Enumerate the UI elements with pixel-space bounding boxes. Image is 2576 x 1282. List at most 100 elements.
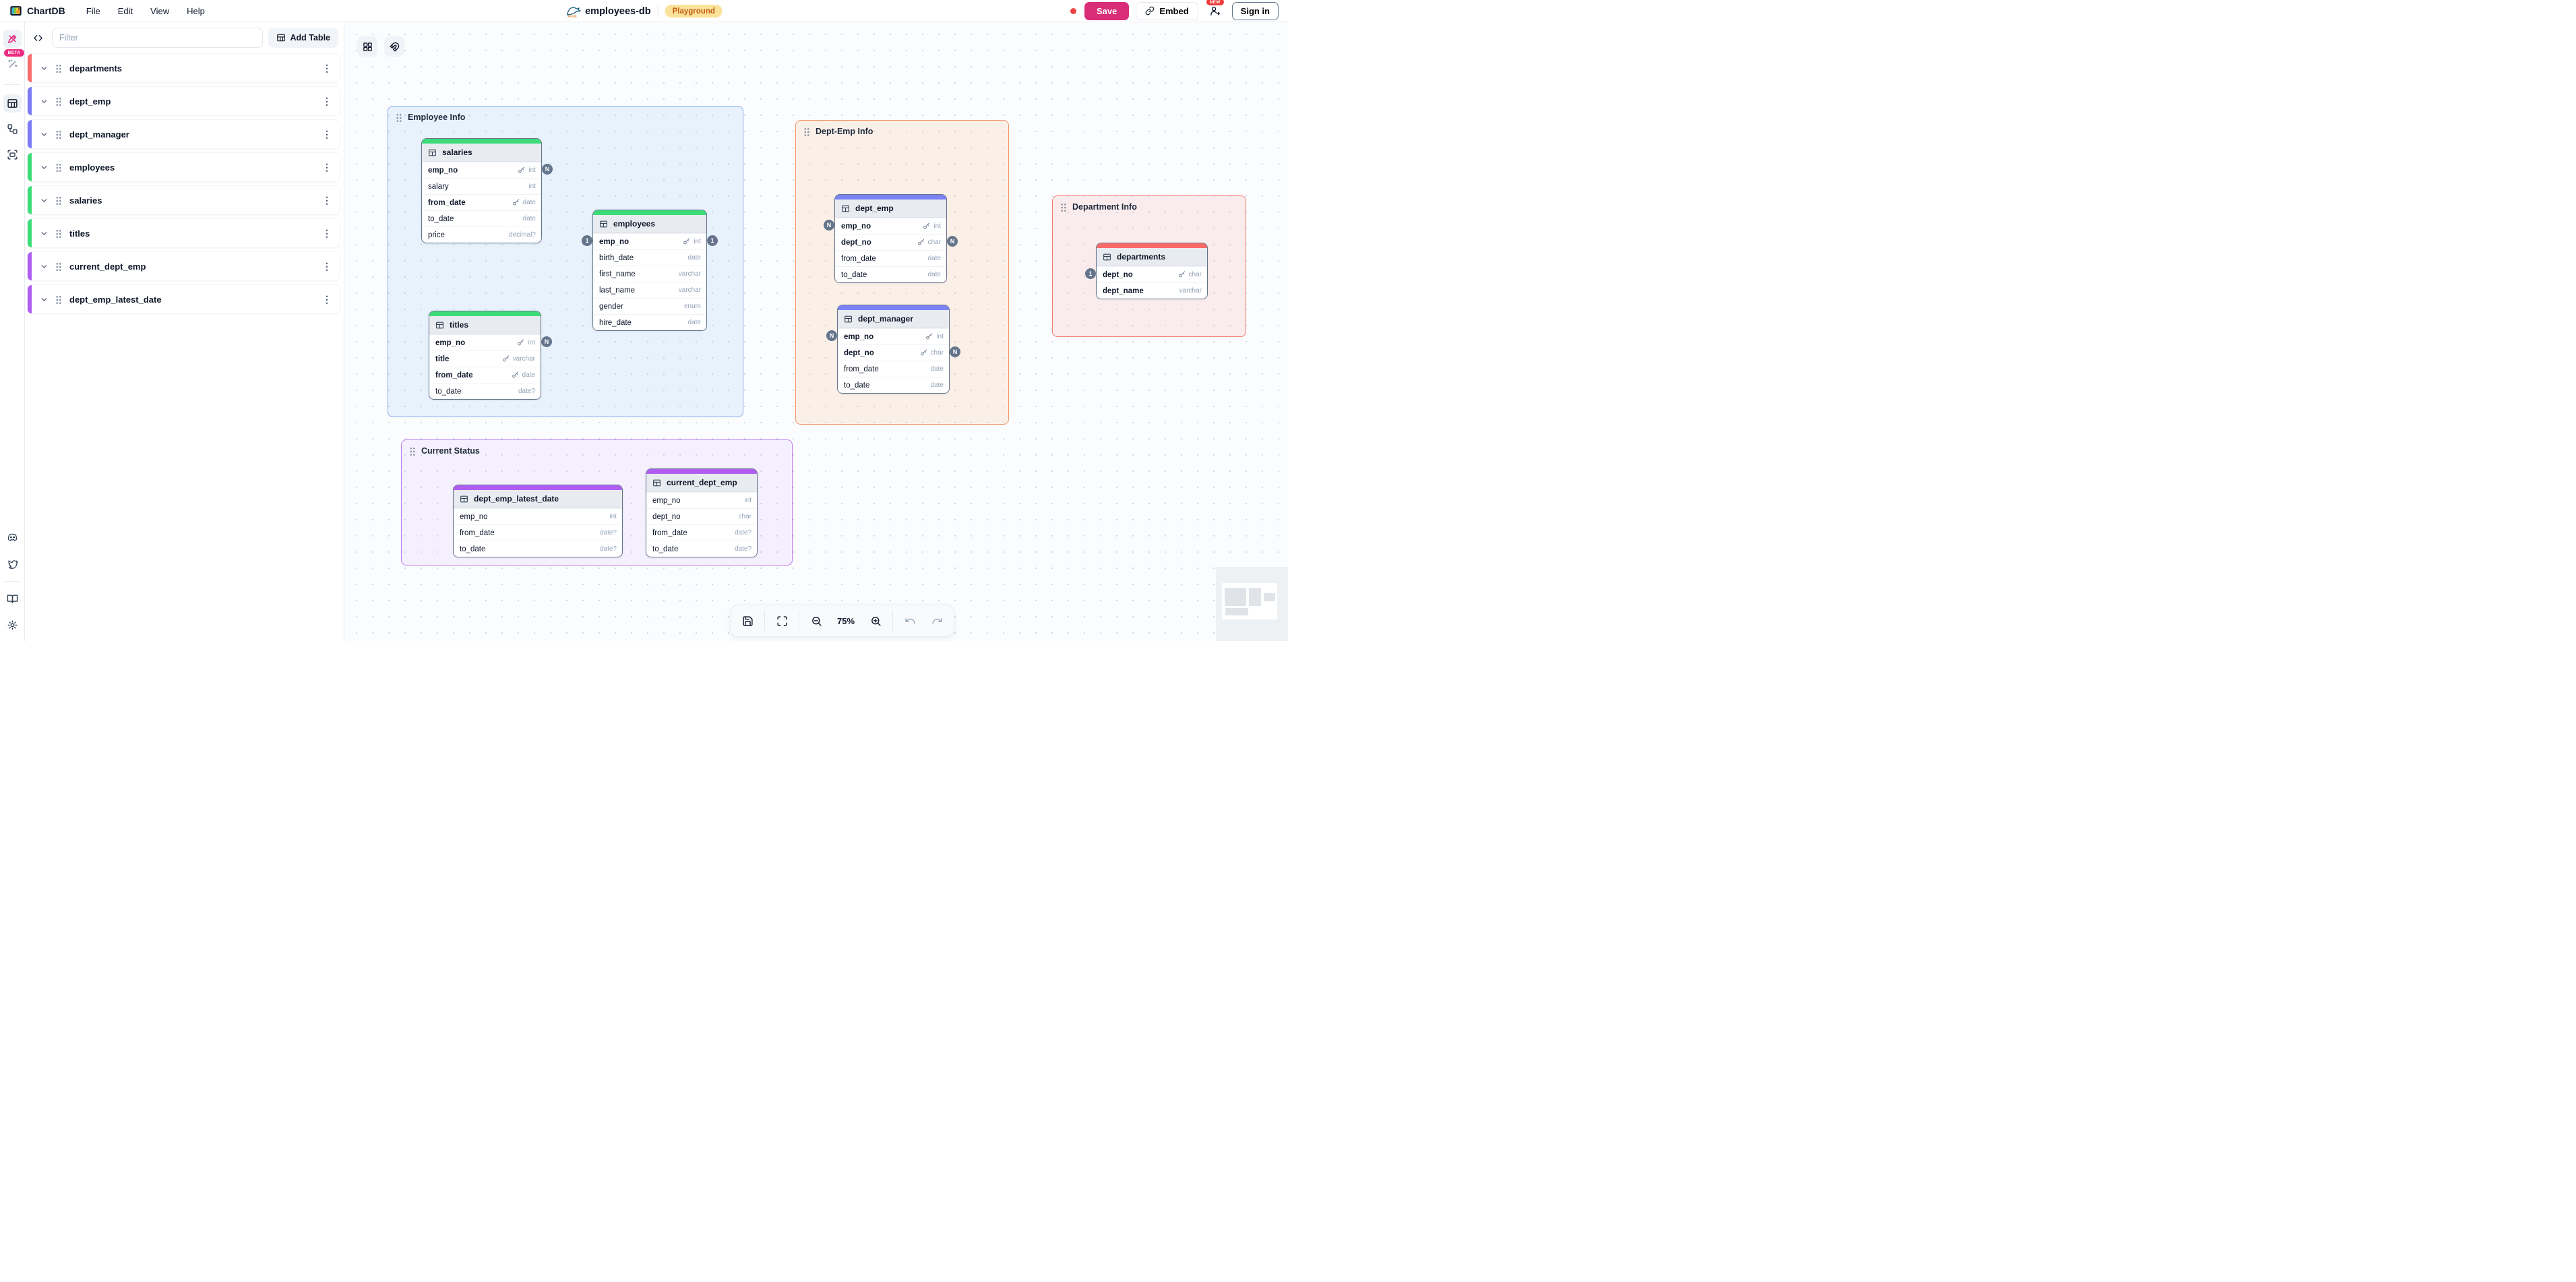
settings-button[interactable] [3, 616, 22, 634]
relationships-panel-button[interactable] [3, 120, 22, 138]
docs-button[interactable] [3, 590, 22, 608]
table-menu-button[interactable]: ⋮ [322, 96, 332, 106]
zoom-level[interactable]: 75% [836, 615, 855, 626]
table-menu-button[interactable]: ⋮ [322, 63, 332, 73]
zoom-out-button[interactable] [803, 609, 829, 633]
sidebar-table-item-titles[interactable]: titles⋮ [27, 218, 340, 248]
table-menu-button[interactable]: ⋮ [322, 129, 332, 140]
drag-handle-icon[interactable] [1060, 202, 1066, 212]
chevron-down-icon[interactable] [40, 262, 49, 271]
sidebar-table-item-salaries[interactable]: salaries⋮ [27, 185, 340, 215]
drag-handle-icon[interactable] [55, 63, 61, 73]
table-header[interactable]: salaries [422, 144, 541, 162]
table-menu-button[interactable]: ⋮ [322, 261, 332, 272]
drag-handle-icon[interactable] [55, 295, 61, 304]
menu-help[interactable]: Help [187, 5, 205, 16]
sidebar-table-item-dept_emp_latest_date[interactable]: dept_emp_latest_date⋮ [27, 284, 340, 314]
table-menu-button[interactable]: ⋮ [322, 294, 332, 305]
chevron-down-icon[interactable] [40, 196, 49, 205]
drag-handle-icon[interactable] [55, 228, 61, 238]
diagram-title[interactable]: MySQL employees-db [565, 5, 651, 18]
chevron-down-icon[interactable] [40, 163, 49, 172]
menu-file[interactable]: File [86, 5, 100, 16]
zoom-in-button[interactable] [863, 609, 888, 633]
drag-handle-icon[interactable] [409, 446, 415, 456]
diagram-canvas[interactable]: Employee Info Dept-Emp Info Department I… [344, 22, 1288, 641]
table-header[interactable]: departments [1097, 248, 1207, 266]
auto-layout-button[interactable] [357, 36, 377, 57]
areas-panel-button[interactable] [3, 146, 22, 164]
menu-view[interactable]: View [150, 5, 170, 16]
minimap[interactable] [1216, 567, 1288, 641]
drag-handle-icon[interactable] [803, 127, 809, 136]
sidebar-table-item-current_dept_emp[interactable]: current_dept_emp⋮ [27, 251, 340, 281]
twitter-button[interactable] [3, 555, 22, 573]
table-header[interactable]: dept_emp_latest_date [454, 490, 622, 508]
table-header[interactable]: dept_manager [838, 310, 949, 328]
save-button[interactable]: Save [1084, 1, 1130, 20]
chevron-down-icon[interactable] [40, 229, 49, 238]
table-header[interactable]: dept_emp [835, 200, 946, 218]
table-menu-button[interactable]: ⋮ [322, 195, 332, 206]
editor-mode-button[interactable] [3, 30, 22, 48]
undo-button[interactable] [897, 609, 923, 633]
table-header[interactable]: titles [429, 316, 541, 334]
table-menu-button[interactable]: ⋮ [322, 228, 332, 239]
table-header[interactable]: current_dept_emp [646, 474, 757, 492]
chevron-down-icon[interactable] [40, 295, 49, 304]
snap-to-grid-button[interactable] [384, 36, 404, 57]
sign-in-button[interactable]: Sign in [1231, 1, 1279, 20]
chevron-down-icon[interactable] [40, 64, 49, 73]
fit-view-button[interactable] [769, 609, 795, 633]
redo-button[interactable] [924, 609, 950, 633]
embed-button[interactable]: Embed [1136, 1, 1198, 20]
chevron-down-icon[interactable] [40, 130, 49, 139]
drag-handle-icon[interactable] [55, 96, 61, 106]
drag-handle-icon[interactable] [55, 195, 61, 205]
invite-user-button[interactable]: NEW [1205, 0, 1225, 21]
table-menu-button[interactable]: ⋮ [322, 162, 332, 173]
menu-edit[interactable]: Edit [117, 5, 133, 16]
chevron-down-icon[interactable] [40, 97, 49, 106]
save-diagram-button[interactable] [735, 609, 760, 633]
filter-input[interactable] [52, 28, 263, 48]
drag-handle-icon[interactable] [55, 129, 61, 139]
drag-handle-icon[interactable] [55, 162, 61, 172]
view-code-button[interactable] [29, 29, 47, 47]
sidebar-table-item-dept_emp[interactable]: dept_emp⋮ [27, 86, 340, 116]
table-header[interactable]: employees [593, 215, 706, 233]
sidebar-table-item-departments[interactable]: departments⋮ [27, 53, 340, 83]
